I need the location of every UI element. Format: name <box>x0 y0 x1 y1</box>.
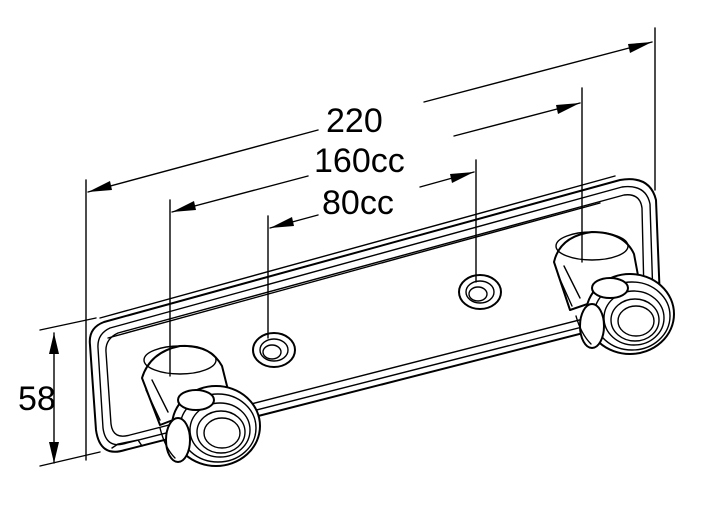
extension-lines <box>39 27 656 467</box>
dimension-label-220: 220 <box>326 102 383 140</box>
dimension-line-220 <box>87 41 653 193</box>
dimension-label-160cc: 160cc <box>314 142 405 180</box>
dimension-label-80cc: 80cc <box>322 184 394 222</box>
dimension-line-58 <box>49 332 59 464</box>
dimension-label-58: 58 <box>18 380 56 418</box>
plate-foot-notch <box>111 439 143 449</box>
mounting-hole-left <box>252 332 296 368</box>
threaded-outlet-left <box>141 344 261 467</box>
plate-top-bevel <box>99 175 616 339</box>
dimension-line-80cc <box>269 171 475 229</box>
dimension-line-160cc <box>171 102 581 213</box>
threaded-outlet-right <box>553 231 675 355</box>
mounting-hole-right <box>458 274 502 310</box>
